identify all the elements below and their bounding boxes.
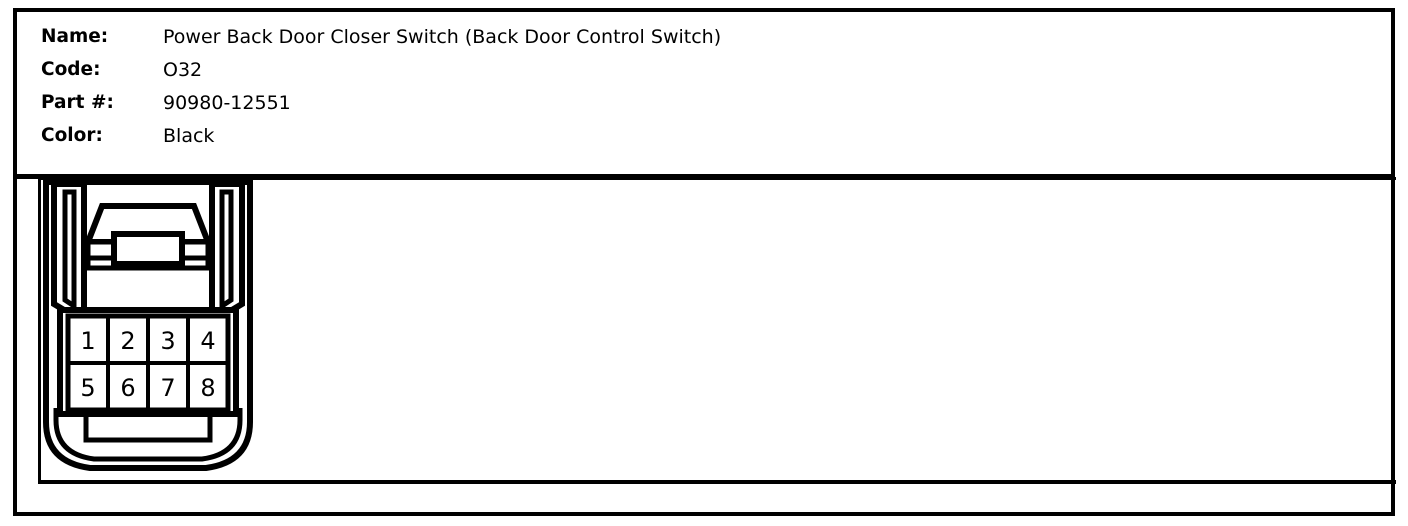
- header-diagram-divider: [17, 174, 1395, 179]
- info-label-part-number: Part #:: [41, 92, 114, 113]
- outer-frame: [13, 8, 1395, 516]
- info-value-part-number: 90980-12551: [163, 92, 291, 114]
- part-info-section: Name: Power Back Door Closer Switch (Bac…: [17, 12, 1391, 175]
- pin-number-7: 7: [160, 374, 175, 402]
- connector-skirt-inner-line: [53, 408, 243, 462]
- connector-latch-lower-band: [85, 256, 211, 271]
- footer-divider: [38, 480, 1396, 484]
- pin-number-2: 2: [120, 327, 135, 355]
- connector-bottom-ledge: [83, 411, 213, 443]
- connector-illustration: 1 2 3 4 5 6 7 8: [38, 176, 262, 480]
- info-label-name: Name:: [41, 26, 109, 47]
- info-value-color: Black: [163, 125, 215, 147]
- pin-number-6: 6: [120, 374, 135, 402]
- connector-right-rail-slot: [219, 189, 234, 311]
- info-label-code: Code:: [41, 59, 101, 80]
- pin-number-4: 4: [200, 327, 215, 355]
- info-value-code: O32: [163, 59, 203, 81]
- connector-diagram-panel: [38, 177, 1396, 483]
- connector-left-rail-slot: [62, 189, 77, 311]
- pin-number-3: 3: [160, 327, 175, 355]
- pin-number-1: 1: [80, 327, 95, 355]
- connector-drawing-svg: 1 2 3 4 5 6 7 8: [43, 179, 253, 471]
- info-label-color: Color:: [41, 125, 103, 146]
- info-value-name: Power Back Door Closer Switch (Back Door…: [163, 26, 722, 48]
- pin-number-8: 8: [200, 374, 215, 402]
- connector-latch-tab: [111, 231, 185, 267]
- pin-number-5: 5: [80, 374, 95, 402]
- footer-strip: [38, 484, 1396, 516]
